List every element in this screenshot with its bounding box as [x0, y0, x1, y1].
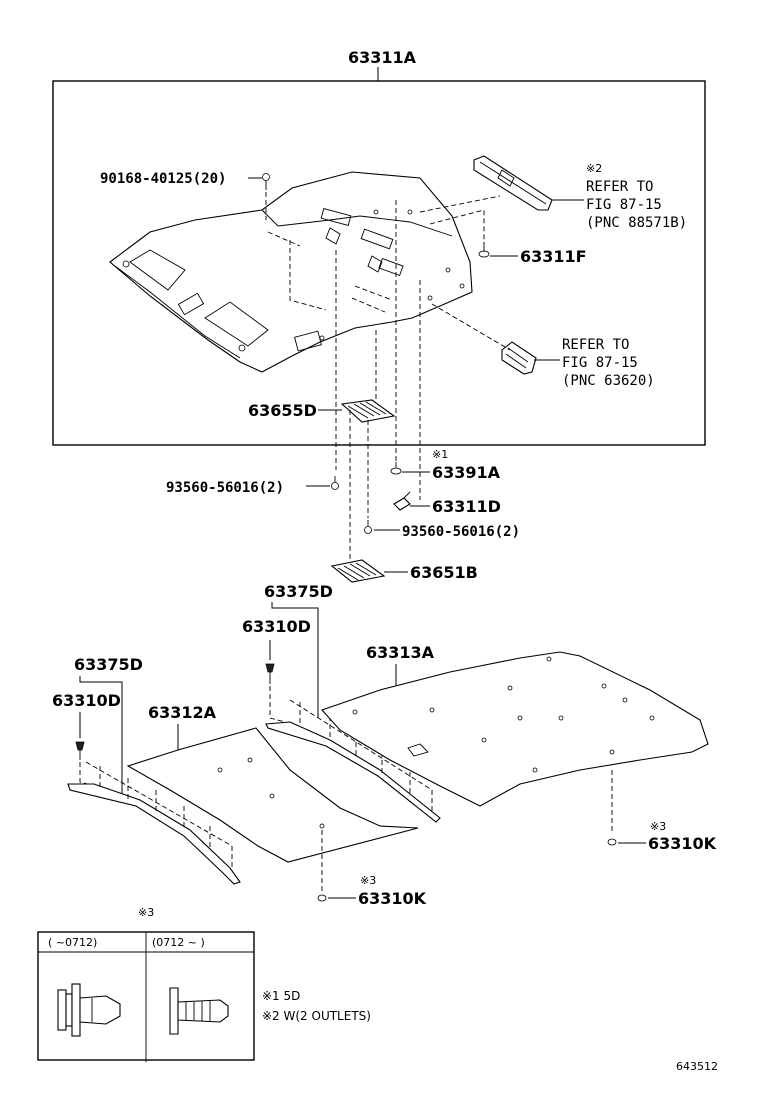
rail-left-drawing — [67, 761, 241, 885]
label-clip-screw-lower[interactable]: 93560-56016(2) — [402, 524, 520, 540]
note-mark3-legend: ※3 — [138, 906, 154, 919]
label-clip-k-center[interactable]: 63310K — [358, 889, 427, 908]
refer-mid-line3: (PNC 63620) — [562, 373, 655, 389]
holder-d-icon — [393, 491, 411, 511]
label-screw-main[interactable]: 90168-40125(20) — [100, 171, 226, 187]
label-headlining-assy[interactable]: 63311A — [348, 48, 417, 67]
label-clip-f[interactable]: 63311F — [520, 247, 587, 266]
headlining-rear-drawing — [321, 651, 709, 807]
footnote-1: ※1 5D — [262, 989, 300, 1003]
clip-a-icon — [390, 462, 402, 475]
footnote-2: ※2 W(2 OUTLETS) — [262, 1009, 371, 1023]
legend-col-left: ( ~0712) — [48, 936, 97, 949]
label-pad-d[interactable]: 63655D — [248, 401, 317, 420]
note-mark2: ※2 — [586, 162, 602, 175]
label-headlining-rear[interactable]: 63313A — [366, 643, 435, 662]
clip-rail-l-icon — [75, 741, 85, 760]
clip-new-style-icon — [169, 987, 229, 1035]
screw-icon — [364, 520, 372, 534]
clip-rail-r-icon — [265, 663, 275, 684]
pad-b-drawing — [330, 559, 386, 583]
headlining-upper-drawing — [109, 171, 473, 373]
vent-register-mid — [501, 341, 537, 375]
assembly-frame — [52, 80, 706, 446]
rail-right-drawing — [265, 699, 441, 823]
label-pad-b[interactable]: 63651B — [410, 563, 478, 582]
clip-k-center-icon — [317, 894, 327, 902]
note-mark3-center: ※3 — [360, 874, 376, 887]
screw-icon — [331, 476, 339, 490]
figure-number: 643512 — [676, 1060, 718, 1073]
clip-k-right-icon — [607, 838, 617, 846]
label-clip-screw-upper[interactable]: 93560-56016(2) — [166, 480, 284, 496]
refer-top-line3: (PNC 88571B) — [586, 215, 687, 231]
refer-top-line2: FIG 87-15 — [586, 197, 662, 213]
clip-f-icon — [478, 242, 490, 258]
note-mark3-right: ※3 — [650, 820, 666, 833]
label-clip-a[interactable]: 63391A — [432, 463, 501, 482]
note-mark1: ※1 — [432, 448, 448, 461]
refer-mid-line2: FIG 87-15 — [562, 355, 638, 371]
clip-legend-box: ( ~0712) (0712 ~ ) — [37, 931, 255, 1062]
screw-icon — [262, 173, 270, 190]
refer-top-line1: REFER TO — [586, 179, 653, 195]
refer-mid-line1: REFER TO — [562, 337, 629, 353]
clip-old-style-icon — [57, 983, 121, 1037]
vent-register-upper — [473, 155, 553, 211]
label-holder-d[interactable]: 63311D — [432, 497, 501, 516]
headlining-front-drawing — [126, 727, 419, 863]
legend-col-right: (0712 ~ ) — [152, 936, 205, 949]
label-clip-rail-r[interactable]: 63310D — [242, 617, 311, 636]
label-clip-rail-l[interactable]: 63310D — [52, 691, 121, 710]
pad-d-drawing — [340, 399, 396, 423]
label-clip-k-right[interactable]: 63310K — [648, 834, 717, 853]
label-holder-rail-r[interactable]: 63375D — [264, 582, 333, 601]
label-holder-rail-l[interactable]: 63375D — [74, 655, 143, 674]
label-headlining-front[interactable]: 63312A — [148, 703, 217, 722]
